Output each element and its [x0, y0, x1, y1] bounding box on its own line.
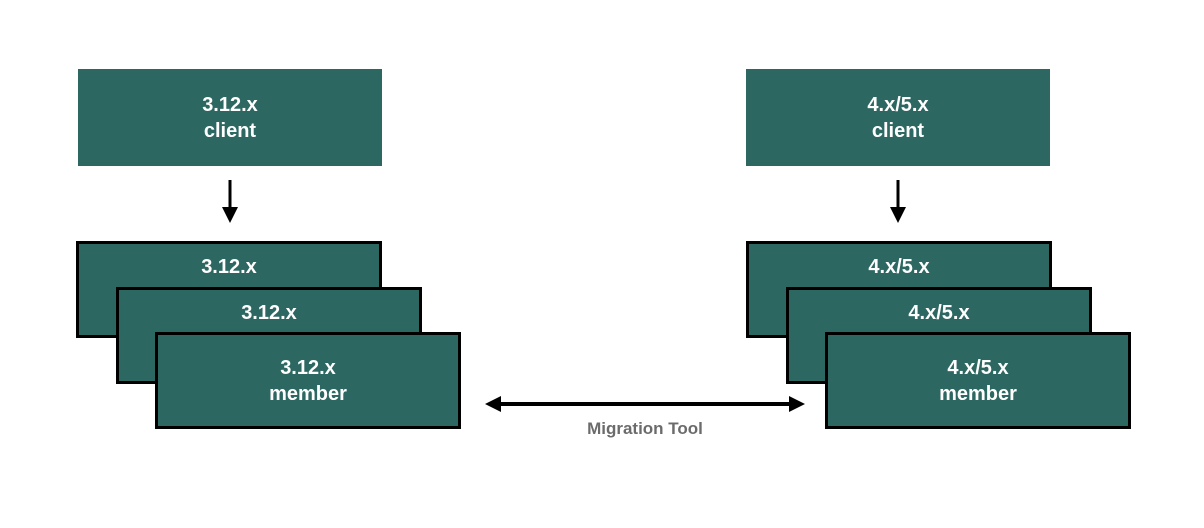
member-box-left-back-text: 3.12.x	[201, 256, 257, 278]
member-box-left-middle-text: 3.12.x	[241, 302, 297, 324]
arrow-client-to-member-right	[889, 180, 907, 224]
arrow-client-to-member-left	[221, 180, 239, 224]
migration-tool-bidirectional-arrow	[483, 392, 807, 416]
member-box-right-back-text: 4.x/5.x	[868, 256, 930, 278]
migration-tool-label: Migration Tool	[587, 419, 703, 438]
member-box-right-middle-text: 4.x/5.x	[908, 302, 970, 324]
